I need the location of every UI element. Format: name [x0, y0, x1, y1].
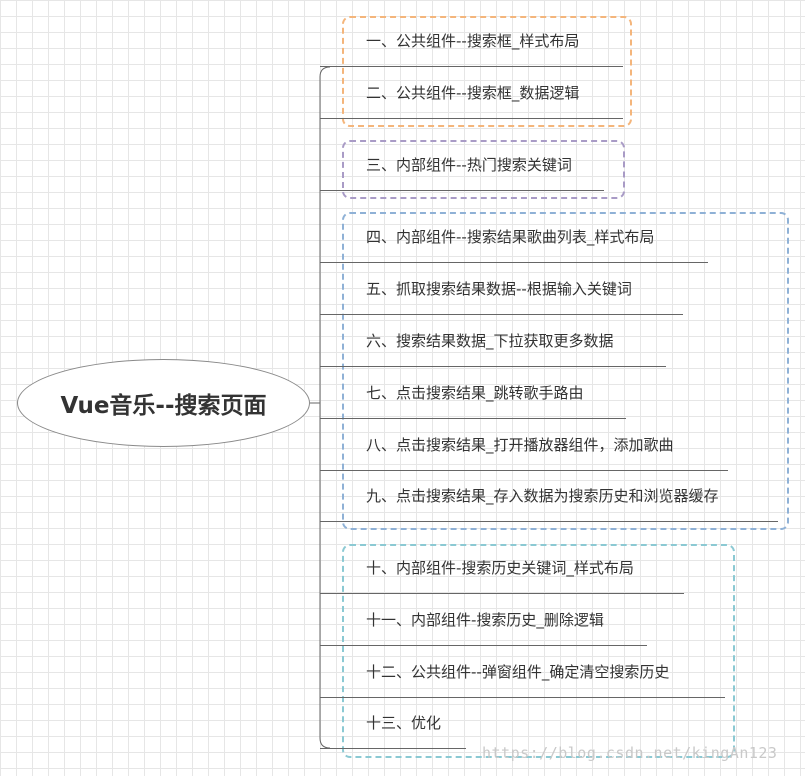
branch-node-label: 三、内部组件--热门搜索关键词 — [366, 156, 572, 174]
branch-node-label: 五、抓取搜索结果数据--根据输入关键词 — [366, 280, 632, 298]
group-box-search-box — [342, 16, 632, 127]
branch-node-3[interactable]: 三、内部组件--热门搜索关键词 — [320, 139, 604, 191]
root-node[interactable]: Vue音乐--搜索页面 — [17, 359, 310, 447]
branch-node-label: 九、点击搜索结果_存入数据为搜索历史和浏览器缓存 — [366, 487, 719, 505]
branch-node-4[interactable]: 四、内部组件--搜索结果歌曲列表_样式布局 — [320, 211, 708, 263]
branch-node-12[interactable]: 十二、公共组件--弹窗组件_确定清空搜索历史 — [320, 646, 725, 698]
branch-node-5[interactable]: 五、抓取搜索结果数据--根据输入关键词 — [320, 263, 683, 315]
branch-node-label: 十二、公共组件--弹窗组件_确定清空搜索历史 — [366, 663, 670, 681]
branch-node-1[interactable]: 一、公共组件--搜索框_样式布局 — [320, 15, 623, 67]
branch-node-8[interactable]: 八、点击搜索结果_打开播放器组件，添加歌曲 — [320, 419, 728, 471]
branch-node-label: 六、搜索结果数据_下拉获取更多数据 — [366, 332, 614, 350]
branch-node-label: 十、内部组件-搜索历史关键词_样式布局 — [366, 559, 634, 577]
trunk-line — [319, 66, 331, 749]
branch-node-label: 二、公共组件--搜索框_数据逻辑 — [366, 84, 580, 102]
group-box-search-history — [342, 544, 735, 758]
branch-node-9[interactable]: 九、点击搜索结果_存入数据为搜索历史和浏览器缓存 — [320, 470, 778, 522]
group-box-search-results — [342, 212, 789, 530]
branch-node-label: 七、点击搜索结果_跳转歌手路由 — [366, 384, 584, 402]
branch-node-7[interactable]: 七、点击搜索结果_跳转歌手路由 — [320, 367, 626, 419]
branch-node-label: 四、内部组件--搜索结果歌曲列表_样式布局 — [366, 228, 655, 246]
branch-node-13[interactable]: 十三、优化 — [320, 697, 466, 749]
branch-node-label: 十一、内部组件-搜索历史_删除逻辑 — [366, 611, 604, 629]
root-node-title: Vue音乐--搜索页面 — [60, 393, 267, 419]
branch-node-6[interactable]: 六、搜索结果数据_下拉获取更多数据 — [320, 315, 666, 367]
watermark-url: https://blog.csdn.net/kingAn123 — [482, 744, 778, 762]
group-box-hot-keywords — [342, 140, 625, 199]
branch-node-label: 十三、优化 — [366, 714, 442, 732]
branch-node-label: 八、点击搜索结果_打开播放器组件，添加歌曲 — [366, 436, 674, 454]
branch-node-label: 一、公共组件--搜索框_样式布局 — [366, 32, 580, 50]
branch-node-2[interactable]: 二、公共组件--搜索框_数据逻辑 — [320, 67, 623, 119]
branch-node-11[interactable]: 十一、内部组件-搜索历史_删除逻辑 — [320, 594, 647, 646]
branch-node-10[interactable]: 十、内部组件-搜索历史关键词_样式布局 — [320, 542, 684, 594]
